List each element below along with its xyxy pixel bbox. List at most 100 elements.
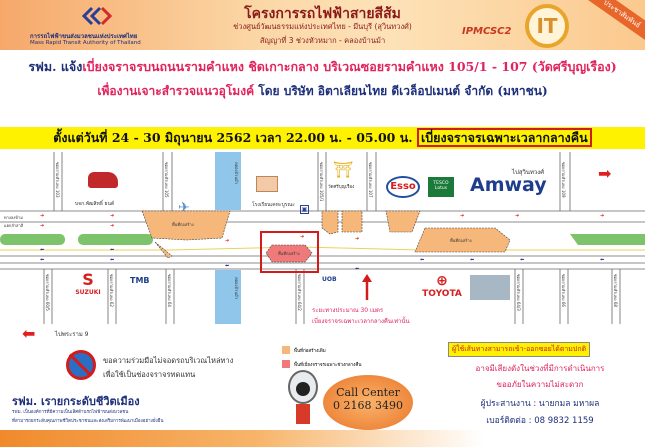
canal-top (215, 152, 241, 210)
svg-text:⬅: ⬅ (110, 257, 114, 263)
call-center-label: Call Center (336, 386, 400, 399)
diversion-highlight-box (260, 231, 319, 273)
svg-text:⬅: ⬅ (420, 257, 424, 263)
svg-text:⬅: ⬅ (40, 247, 44, 253)
org-name-th: การรถไฟฟ้าขนส่งมวลชนแห่งประเทศไทย (30, 33, 138, 40)
slogan-title: รฟม. เรายกระดับชีวิตเมือง (12, 395, 140, 408)
svg-text:⬅: ⬅ (520, 257, 524, 263)
noise-notice: อาจมีเสียงดังในช่วงที่มีการดำเนินการ (475, 364, 605, 373)
schedule-text: ตั้งแต่วันที่ 24 - 30 มิถุนายน 2562 เวลา… (53, 130, 417, 145)
construction-area-small (154, 241, 173, 259)
median-left (0, 234, 65, 245)
construction-label: พื้นที่ก่อสร้าง (450, 236, 472, 243)
coordinator: ผู้ประสานงาน : นายกมล มหาผล (480, 399, 600, 409)
svg-text:⬅: ⬅ (600, 257, 604, 263)
mrta-logo (81, 6, 113, 26)
night-note: เบี่ยงจราจรเฉพาะเวลากลางคืนเท่านั้น (312, 318, 410, 325)
dealer-label: บจก.พัฒสิทธิ์ ยนต์ (75, 199, 114, 207)
header-banner: การรถไฟฟ้าขนส่งมวลชนแห่งประเทศไทย Mass R… (0, 0, 645, 50)
construction-area-right (414, 227, 511, 253)
line2-company: โดย บริษัท อิตาเลียนไทย ดีเวล็อปเมนต์ จำ… (254, 84, 548, 98)
svg-text:ซอยรามคำแหง 103: ซอยรามคำแหง 103 (55, 162, 60, 198)
ramp-label: แยกลำสาลี (4, 223, 24, 228)
legend-existing: พื้นที่ก่อสร้างเดิม (294, 349, 326, 354)
svg-text:ซอยรามคำแหง 64: ซอยรามคำแหง 64 (167, 274, 172, 307)
bus-stop-icon: ▣ (300, 205, 309, 214)
project-section: ช่วงศูนย์วัฒนธรรมแห่งประเทศไทย - มีนบุรี… (233, 22, 412, 31)
direction-left-label: ไปพระราม 9 (55, 331, 89, 338)
soi-labels: ซอยรามคำแหง 103 ซอยรามคำแหง 105 ซอยรามคำ… (45, 162, 618, 311)
svg-text:➜: ➜ (515, 213, 519, 219)
svg-text:⬅: ⬅ (355, 266, 359, 272)
temple-label: วัดศรีบุญเรือง (328, 183, 354, 190)
traffic-arrows: ➜➜➜➜ ➜➜➜ ➜➜➜ ⬅⬅⬅⬅ ⬅⬅⬅⬅ ⬅⬅ (40, 213, 604, 272)
esso-logo: Esso (386, 176, 420, 198)
night-zone-label: พื้นที่ก่อสร้าง (278, 249, 300, 256)
construction-area-left (141, 210, 231, 241)
call-center-number[interactable]: 0 2168 3490 (333, 399, 403, 412)
svg-text:คลองบ้านม้า: คลองบ้านม้า (234, 162, 239, 184)
tmb-logo: TMB (130, 276, 150, 285)
svg-text:➜: ➜ (300, 234, 304, 240)
ipmcsc2-logo: IPMCSC2 (462, 26, 512, 37)
arrow-left-icon: ⬅ (22, 324, 36, 343)
svg-text:⬅: ⬅ (470, 257, 474, 263)
contract-label: สัญญาที่ 3 ช่วงหัวหมาก - คลองบ้านม้า (259, 36, 386, 45)
amway-logo: Amway (470, 174, 547, 196)
legend-night: พื้นที่เบี่ยงจราจรเฉพาะช่วงกลางคืน (294, 363, 362, 368)
canal-bottom (215, 270, 241, 324)
svg-text:➜: ➜ (40, 213, 44, 219)
svg-text:ซอยรามคำแหง 105/1: ซอยรามคำแหง 105/1 (319, 162, 324, 202)
it-logo: IT (525, 4, 569, 48)
temple-icon: ⛩ (333, 160, 354, 179)
construction-area (321, 210, 339, 235)
svg-text:⬅: ⬅ (110, 247, 114, 253)
toyota-logo: ⊕TOYOTA (422, 273, 462, 299)
arrow-right-icon: ➡ (598, 164, 612, 183)
school-label: โรงเรียนเคหะบูรณะ (252, 201, 295, 208)
median (78, 234, 153, 245)
median-right (508, 234, 645, 245)
car-dealer-icon (88, 172, 118, 188)
svg-text:⬅: ⬅ (225, 263, 229, 269)
svg-text:ซอยรามคำแหง 60/5: ซอยรามคำแหง 60/5 (45, 274, 50, 311)
construction-label: พื้นที่ก่อสร้าง (172, 220, 194, 227)
divert-line (0, 246, 645, 251)
schedule-note: เบี่ยงจราจรเฉพาะเวลากลางคืน (416, 128, 592, 147)
org-name-en: Mass Rapid Transit Authority of Thailand (30, 40, 141, 46)
building-photo (470, 275, 510, 300)
access-notice: ผู้ใช้เส้นทางสามารถเข้า-ออกซอยได้ตามปกติ (448, 342, 591, 357)
no-parking-text-1: ขอความร่วมมือไม่จอดรถบริเวณไหล่ทาง (103, 356, 234, 365)
svg-text:ซอยรามคำแหง 109: ซอยรามคำแหง 109 (561, 162, 566, 198)
mascot-icon (282, 370, 324, 430)
apology-notice: ขออภัยในความไม่สะดวก (496, 380, 584, 389)
construction-area (341, 210, 363, 233)
no-parking-icon (66, 350, 96, 380)
slogan-line2: ที่สามารถยกระดับคุณภาพชีวิตประชาชนและส่ง… (12, 419, 164, 424)
line2-purpose: เพื่องานเจาะสำรวจแนวอุโมงค์ (97, 84, 255, 98)
announcement-line1: รฟม. แจ้งเบี่ยงจราจรบนถนนรามคำแหง ชิดเกา… (0, 57, 645, 77)
no-parking-text-2: เพื่อใช้เป็นช่องจราจรทดแทน (103, 370, 196, 379)
airplane-icon: ✈ (178, 200, 190, 216)
svg-text:ซอยรามคำแหง 66: ซอยรามคำแหง 66 (561, 274, 566, 307)
svg-text:➜: ➜ (355, 236, 359, 242)
tesco-lotus-logo: TESCO Lotus (428, 177, 454, 197)
svg-text:ซอยรามคำแหง 105: ซอยรามคำแหง 105 (164, 162, 169, 198)
pointer-arrow-head (362, 274, 372, 282)
svg-text:➜: ➜ (460, 213, 464, 219)
svg-text:ซอยรามคำแหง 64/2: ซอยรามคำแหง 64/2 (297, 274, 302, 311)
soi-lines (43, 152, 621, 324)
announcement-line2: เพื่องานเจาะสำรวจแนวอุโมงค์ โดย บริษัท อ… (0, 82, 645, 101)
school-icon (256, 176, 278, 192)
night-diversion-zone (265, 244, 313, 263)
uob-logo: UOB (322, 276, 337, 283)
svg-text:➜: ➜ (40, 223, 44, 229)
svg-text:➜: ➜ (600, 213, 604, 219)
footer-band (0, 430, 645, 447)
svg-text:ซอยรามคำแหง 68: ซอยรามคำแหง 68 (613, 274, 618, 307)
svg-text:⬅: ⬅ (40, 257, 44, 263)
contact-phone[interactable]: เบอร์ติดต่อ : 08 9832 1159 (486, 416, 594, 426)
legend-swatch-existing (282, 346, 290, 354)
distance-note: ระยะทางประมาณ 30 เมตร (312, 307, 384, 314)
schedule-bar: ตั้งแต่วันที่ 24 - 30 มิถุนายน 2562 เวลา… (0, 127, 645, 149)
